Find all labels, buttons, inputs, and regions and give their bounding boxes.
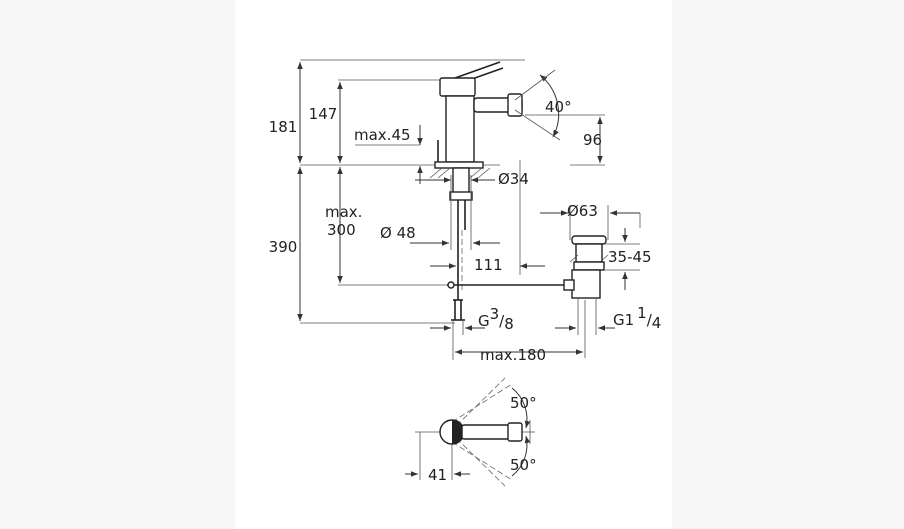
swivel-top-label: 50° [510,394,537,412]
extension-lines [300,59,605,324]
waste-range-label: 35-45 [608,248,652,266]
deck-right-label: 96 [583,131,602,149]
max-distance-label: max.180 [480,346,546,364]
inlet-thread-base: G [478,312,490,330]
plan-offset-label: 41 [428,466,447,484]
hole-diameter-label: Ø34 [498,170,529,188]
waste-assembly [540,205,641,358]
spout-reach-label: 111 [474,256,503,274]
waste-thread-den: 4 [652,314,662,332]
total-height-label: 181 [269,118,298,136]
left-margin-band [0,0,235,529]
waste-diameter-label: Ø63 [567,202,598,220]
inlet-thread-den: 8 [504,315,514,333]
max-below-label: max. [325,203,362,221]
inlet-thread-label: G3/8 [478,305,514,333]
spout-height-label: 147 [309,105,338,123]
max-below-value: 300 [327,221,356,239]
max-deck-label: max.45 [354,126,411,144]
horizontal-dimensions [410,175,545,269]
right-margin-band [672,0,904,529]
left-dimension-chains [297,62,423,321]
waste-thread-base: G1 [613,311,634,329]
plan-view [405,377,535,487]
mixer-elevation [429,61,568,321]
inlet-thread-dim [430,320,485,360]
swivel-bottom-label: 50° [510,456,537,474]
overall-below-label: 390 [269,238,298,256]
waste-thread-num: 1 [637,304,647,322]
base-diameter-label: Ø 48 [380,224,416,242]
spout-angle [514,69,561,141]
spout-angle-label: 40° [545,98,572,116]
inlet-thread-num: 3 [490,305,500,323]
